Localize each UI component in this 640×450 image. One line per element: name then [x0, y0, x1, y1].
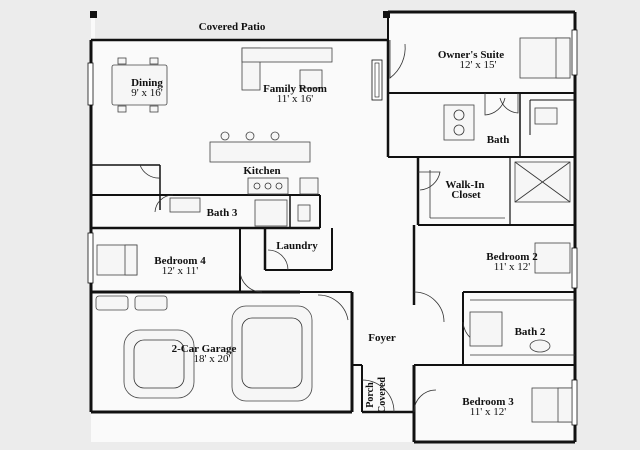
covered-patio-label: Covered Patio	[199, 21, 266, 33]
bath3-tub	[254, 199, 288, 227]
kitchen-label: Kitchen	[243, 165, 280, 177]
dining-table	[111, 64, 168, 106]
walk-in-closet-label-2: Closet	[451, 189, 481, 201]
dining-label: Dining	[131, 77, 163, 89]
garage-label: 2-Car Garage	[172, 343, 237, 355]
bedroom3-label: Bedroom 3	[462, 396, 514, 408]
walk-in-closet-label-1: Walk-In	[445, 179, 484, 191]
bath3-label: Bath 3	[207, 207, 238, 219]
bath2-tub	[469, 311, 503, 347]
bedroom4-label: Bedroom 4	[154, 255, 206, 267]
bedroom2-label: Bedroom 2	[486, 251, 538, 263]
exterior-walls	[89, 10, 577, 444]
interior-walls	[91, 40, 575, 366]
owners-suite-dims: 12' x 15'	[460, 59, 497, 71]
owners-suite-label: Owner's Suite	[438, 49, 504, 61]
porch-label-2: Covered	[377, 377, 388, 413]
family-room-label: Family Room	[263, 83, 327, 95]
family-room-dims: 11' x 16'	[277, 93, 314, 105]
garage-dims: 18' x 20'	[194, 353, 231, 365]
dining-dims: 9' x 16'	[131, 87, 162, 99]
bath2-label: Bath 2	[515, 326, 546, 338]
bedroom2-dims: 11' x 12'	[494, 261, 531, 273]
bedroom3-dims: 11' x 12'	[470, 406, 507, 418]
patio-post-right	[383, 11, 390, 18]
owners-bath-label: Bath	[487, 134, 510, 146]
bedroom4-dims: 12' x 11'	[162, 265, 199, 277]
kitchen-range	[247, 177, 289, 195]
patio-post-left	[90, 11, 97, 18]
kitchen-island	[209, 141, 311, 163]
garage-car-1	[123, 329, 195, 399]
furniture	[95, 37, 573, 423]
doors	[139, 40, 519, 413]
foyer-label: Foyer	[368, 332, 396, 344]
windows	[87, 29, 578, 426]
garage-car-2	[231, 305, 313, 402]
sofa-back	[241, 47, 333, 63]
porch-label-1: Porch	[365, 382, 376, 408]
bedroom2-bed	[534, 242, 571, 274]
laundry-label: Laundry	[276, 240, 318, 252]
bath3-sink	[169, 197, 201, 213]
owners-vanity	[443, 104, 475, 141]
